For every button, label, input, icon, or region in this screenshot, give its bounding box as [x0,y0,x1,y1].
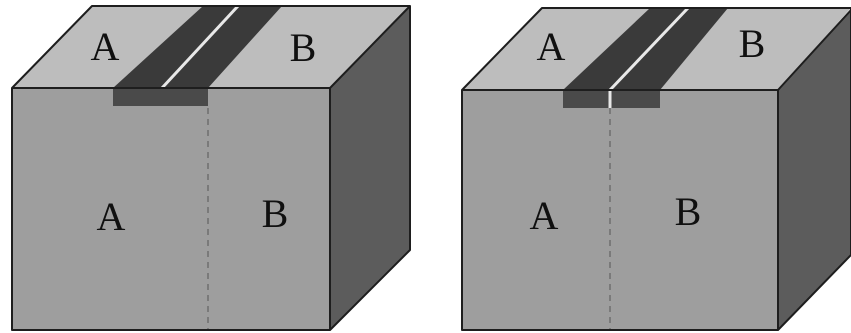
cube-left-front-label-b: B [262,191,289,236]
cube-left-front-strip [113,88,208,106]
cube-left-top-strip [113,6,282,88]
cube-right-front-face [462,90,778,330]
cube-right-side-face [778,10,851,330]
cube-left-top-label-a: A [91,24,120,69]
cube-right: A B A B [461,6,851,331]
cube-right-top-label-a: A [537,24,566,69]
cube-right-top-strip [563,8,728,90]
cube-right-top-boundary-line [608,6,690,92]
cube-left: A B A B [11,4,411,331]
cube-left-outline [11,5,411,331]
cube-left-top-label-b: B [290,25,317,70]
cube-right-outline [461,7,851,331]
cube-left-front-label-a: A [97,194,126,239]
cube-left-top-boundary-line [160,4,240,90]
cube-right-top-label-b: B [739,21,766,66]
cube-right-front-label-b: B [675,189,702,234]
cube-left-front-face [12,88,330,330]
cube-left-side-face [330,6,410,330]
cube-right-front-label-a: A [530,193,559,238]
